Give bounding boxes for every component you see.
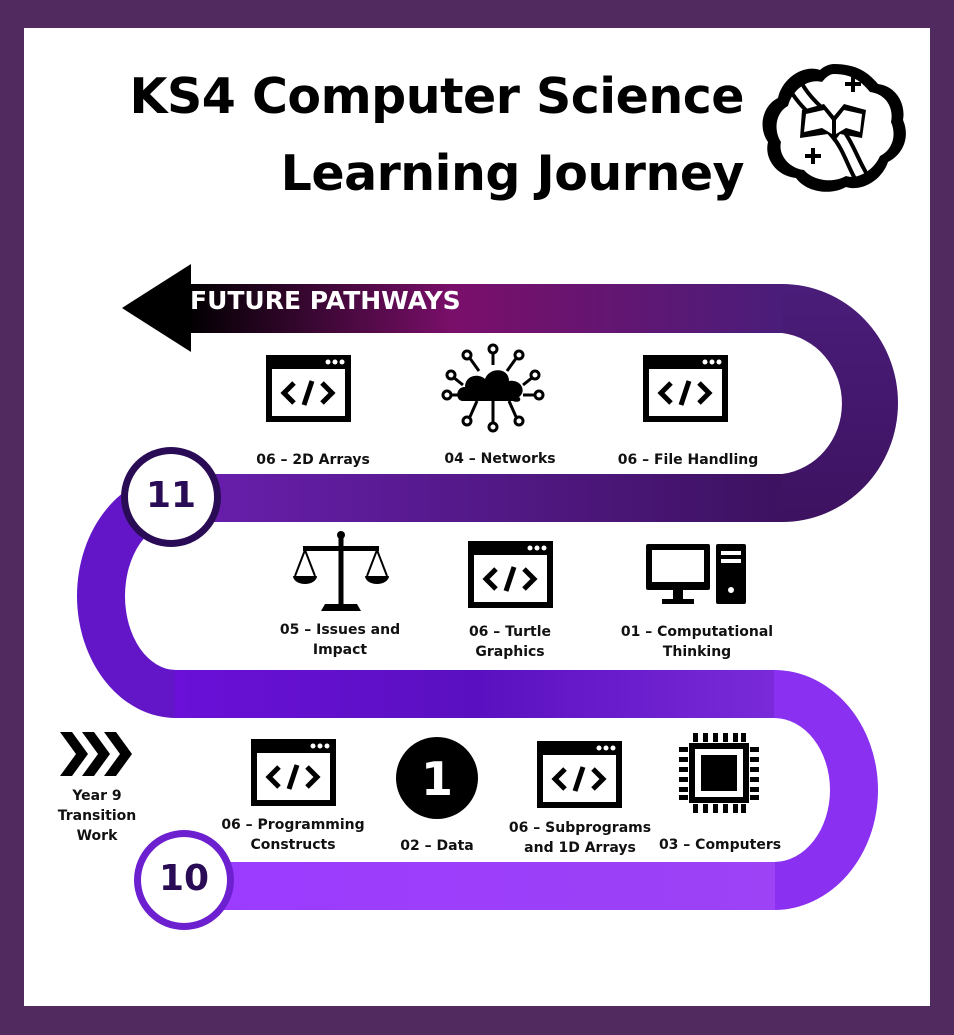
desktop-computer-icon [646,544,746,604]
data-badge-number: 1 [421,752,453,806]
transition-work-label: Year 9 Transition Work [50,786,144,846]
future-pathways-label: FUTURE PATHWAYS [190,286,461,315]
track-right-bend-lower [774,670,878,910]
topic-2d-arrays-label: 06 – 2D Arrays [256,452,370,468]
page-title-line-1: KS4 Computer Science [129,68,745,125]
track-top-row [185,284,783,333]
transition-line-1: Year 9 [72,788,122,804]
topic-turtle-graphics-label: 06 – Turtle Graphics [440,622,580,662]
topic-subprograms-line-2: and 1D Arrays [524,840,636,856]
cpu-chip-icon [679,733,759,813]
topic-programming-constructs-label: 06 – Programming Constructs [218,815,368,855]
transition-line-2: Transition [57,808,137,824]
topic-programming-line-2: Constructs [250,837,336,853]
topic-computational-line-1: 01 – Computational [620,624,774,640]
scales-icon [293,531,389,611]
page-title-line-2: Learning Journey [280,145,745,202]
topic-issues-line-2: Impact [312,642,368,658]
topic-networks-label: 04 – Networks [444,451,556,467]
number-one-icon [396,737,478,819]
topic-computers-label: 03 – Computers [658,837,782,853]
topic-issues-line-1: 05 – Issues and [279,622,401,638]
topic-turtle-line-2: Graphics [475,644,545,660]
topic-file-handling-label: 06 – File Handling [617,452,759,468]
arrow-left-icon [122,264,191,352]
code-window-icon [266,355,351,422]
year-10-number: 10 [158,858,210,899]
code-window-icon [468,541,553,608]
track-row-two [175,474,783,522]
track-bottom-row [210,862,775,910]
year-11-number: 11 [145,475,197,516]
topic-issues-impact-label: 05 – Issues and Impact [270,620,410,660]
school-crest-logo [762,64,906,192]
journey-track [77,284,898,910]
topic-programming-line-1: 06 – Programming [221,817,365,833]
chevrons-right-icon [60,732,132,776]
topic-data-label: 02 – Data [400,838,474,854]
code-window-icon [251,739,336,806]
track-left-bend [77,474,176,718]
topic-computational-thinking-label: 01 – Computational Thinking [616,622,778,662]
track-row-three [175,670,775,718]
topic-subprograms-line-1: 06 – Subprograms [508,820,652,836]
topic-subprograms-label: 06 – Subprograms and 1D Arrays [505,818,655,858]
cloud-network-icon [441,343,545,433]
code-window-icon [643,355,728,422]
topic-turtle-line-1: 06 – Turtle [468,624,552,640]
code-window-icon [537,741,622,808]
track-right-bend-upper [782,284,898,522]
topic-computational-line-2: Thinking [662,644,732,660]
transition-line-3: Work [76,828,118,844]
